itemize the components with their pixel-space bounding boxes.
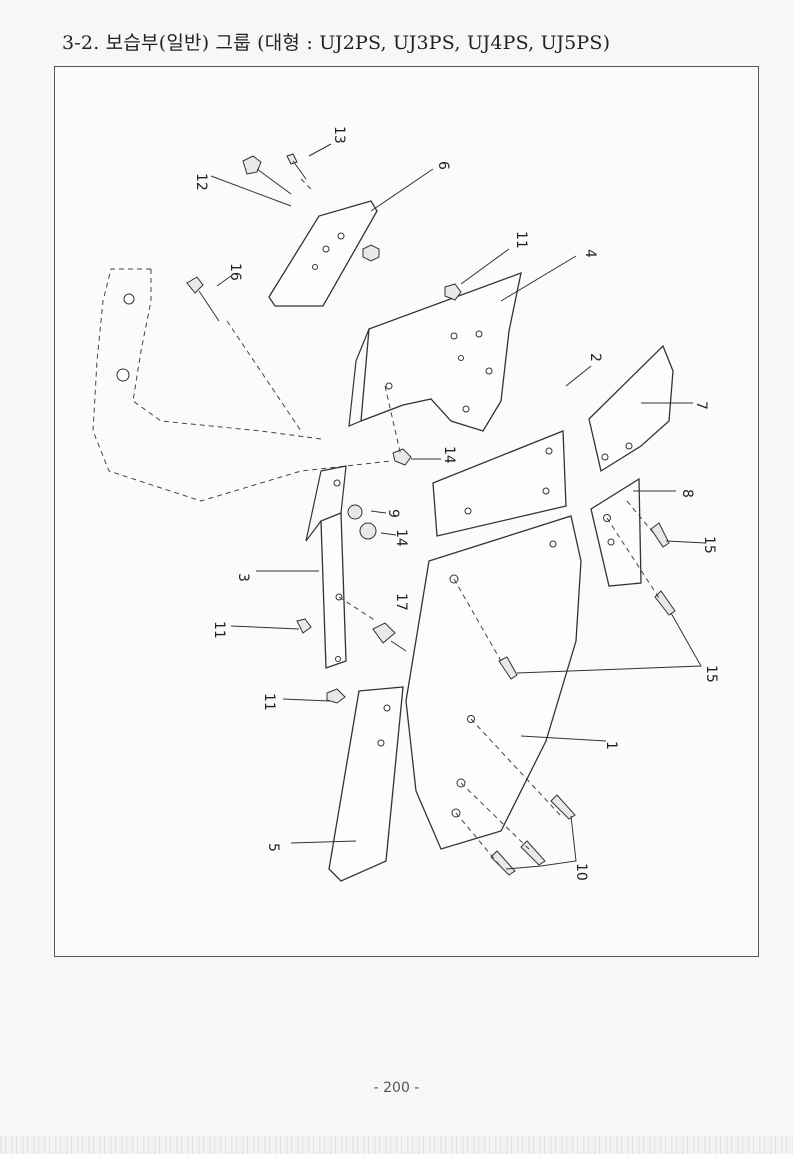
bolt-10b: [520, 840, 546, 866]
part-3-bar: [320, 512, 347, 669]
exploded-parts-diagram: 1 2 3 4 5 6 7 8 9 10 11 11 11 12 13 14 1…: [54, 66, 759, 957]
bolt-10c: [490, 850, 516, 876]
callout-14-low: 14: [393, 529, 409, 547]
nut-11b: [296, 618, 312, 634]
part-17: [372, 622, 396, 644]
bolt-10a: [550, 794, 576, 820]
part-5-rail: [328, 686, 404, 882]
callout-7: 7: [693, 401, 709, 410]
callout-16: 16: [227, 263, 243, 281]
part-4-mouldboard: [360, 271, 522, 432]
nut-14a: [392, 448, 412, 466]
frame-beam-outline: [92, 268, 392, 502]
callout-14-top: 14: [441, 446, 457, 464]
nut-11c: [326, 688, 346, 704]
bolt-13: [286, 153, 307, 180]
callout-11-top: 11: [513, 231, 529, 249]
page-title: 3-2. 보습부(일반) 그룹 (대형 : UJ2PS, UJ3PS, UJ4P…: [62, 32, 611, 54]
callout-2: 2: [587, 353, 603, 362]
callout-6: 6: [435, 161, 451, 170]
bolt-15a: [650, 522, 670, 548]
bolt-15b: [654, 590, 676, 616]
callout-15-low: 15: [703, 665, 719, 683]
callout-8: 8: [679, 489, 695, 498]
nut-14b: [359, 522, 377, 540]
callout-1: 1: [603, 741, 619, 750]
nut: [362, 244, 380, 262]
bolt-12: [242, 155, 292, 195]
callout-12: 12: [193, 173, 209, 191]
callout-11-low: 11: [261, 693, 277, 711]
bolt-share-a: [498, 656, 518, 680]
part-8-landside: [590, 477, 642, 587]
callout-10: 10: [573, 863, 589, 881]
part-7-heel: [588, 344, 674, 473]
callout-9: 9: [385, 509, 401, 518]
callout-15-top: 15: [701, 536, 717, 554]
callout-11-mid: 11: [211, 621, 227, 639]
part-1-share: [405, 515, 582, 850]
page-number: - 200 -: [373, 1080, 420, 1096]
scan-artifact-strip: [0, 1136, 793, 1154]
bolt-16: [186, 276, 220, 322]
part-6-bracket: [268, 200, 378, 307]
callout-5: 5: [265, 843, 281, 852]
frame-hole: [116, 368, 130, 382]
callout-4: 4: [582, 249, 598, 258]
frame-hole: [123, 293, 135, 305]
callout-13: 13: [331, 126, 347, 144]
nut-11a: [444, 283, 462, 301]
washer-9: [347, 504, 363, 520]
callout-17: 17: [393, 593, 409, 611]
callout-3: 3: [235, 573, 251, 582]
